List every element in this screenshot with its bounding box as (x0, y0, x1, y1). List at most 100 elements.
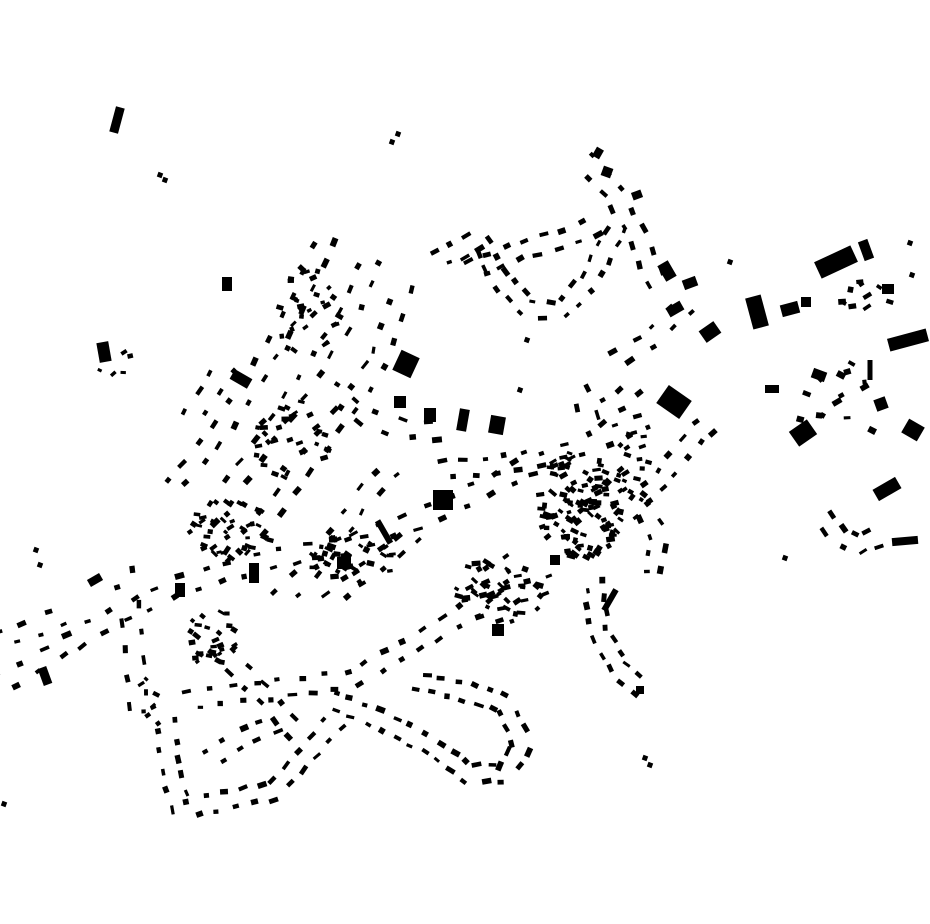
building (393, 471, 400, 478)
building (253, 452, 260, 458)
building (276, 507, 287, 518)
building (366, 559, 375, 567)
building (336, 403, 345, 412)
building (561, 462, 571, 470)
building (534, 605, 541, 612)
building (297, 305, 305, 312)
building (396, 549, 407, 559)
building (250, 798, 259, 806)
building (847, 360, 856, 367)
building (198, 515, 207, 520)
building (348, 526, 355, 534)
large-building (665, 300, 685, 318)
large-building (601, 588, 619, 612)
building (358, 508, 365, 516)
large-building (867, 360, 873, 380)
building (819, 412, 827, 419)
building (284, 329, 294, 340)
building (325, 737, 333, 745)
building (576, 508, 584, 515)
building (547, 488, 558, 498)
building (241, 573, 248, 580)
building (539, 231, 549, 238)
building (571, 538, 579, 546)
large-building (592, 146, 604, 160)
building (206, 499, 214, 508)
building (414, 536, 422, 544)
building (274, 677, 280, 682)
building (586, 544, 594, 552)
building (284, 469, 291, 477)
building (627, 488, 635, 496)
building (379, 551, 388, 559)
building (524, 746, 534, 758)
building (549, 462, 559, 470)
building (847, 286, 854, 293)
building (222, 529, 229, 535)
building (541, 590, 550, 597)
building (212, 499, 220, 506)
building (123, 615, 133, 623)
building (376, 486, 386, 497)
building (513, 466, 523, 474)
building (496, 709, 504, 717)
building (205, 653, 213, 659)
building (143, 676, 149, 682)
building (537, 315, 548, 321)
building (256, 697, 265, 706)
building (535, 491, 545, 498)
building (279, 310, 286, 319)
large-building (175, 583, 185, 597)
building (342, 592, 352, 601)
building (616, 465, 625, 474)
building (357, 543, 364, 549)
building (411, 686, 420, 693)
building (343, 535, 353, 543)
building (497, 581, 505, 590)
building (858, 547, 868, 556)
building (332, 536, 342, 543)
building (603, 492, 610, 497)
building (421, 729, 429, 738)
building (308, 690, 318, 696)
building (344, 668, 353, 676)
building (566, 450, 573, 456)
building (516, 309, 524, 316)
building (258, 453, 268, 464)
building (321, 301, 332, 310)
building (634, 670, 643, 679)
building (272, 727, 284, 735)
building (436, 739, 447, 749)
building (597, 269, 606, 279)
building (97, 367, 103, 373)
building (289, 712, 299, 723)
building (361, 702, 368, 708)
building (570, 515, 578, 522)
building (394, 130, 402, 138)
building (319, 454, 329, 462)
building (592, 229, 604, 240)
building (39, 645, 50, 653)
building (486, 686, 494, 693)
building (229, 518, 236, 524)
building (474, 613, 485, 621)
building (201, 748, 209, 755)
building (336, 306, 344, 315)
building (582, 469, 589, 476)
large-building (109, 106, 125, 134)
building (470, 587, 478, 595)
building (570, 479, 578, 487)
building (297, 399, 305, 405)
building (312, 752, 322, 761)
building (488, 704, 499, 713)
building (446, 259, 453, 265)
building (843, 368, 852, 376)
building (434, 635, 444, 644)
building (816, 374, 825, 383)
building (141, 655, 147, 665)
building (218, 737, 226, 744)
building (605, 542, 612, 550)
building (519, 237, 529, 245)
building (345, 551, 353, 559)
